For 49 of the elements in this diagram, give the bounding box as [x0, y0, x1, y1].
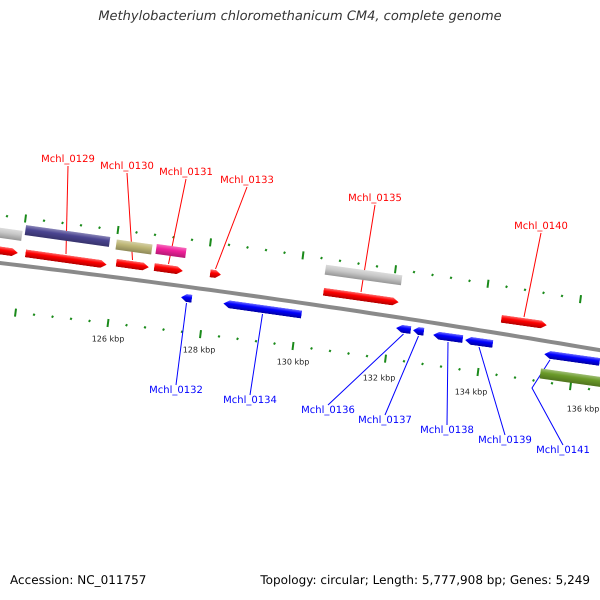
gene-feature — [154, 263, 184, 275]
leader-line — [328, 334, 404, 406]
feature-bar — [155, 244, 187, 258]
gene-label: Mchl_0140 — [514, 221, 568, 233]
leader-line — [384, 336, 419, 416]
title: Methylobacterium chloromethanicum CM4, complete genome — [97, 9, 503, 24]
gene-label: Mchl_0133 — [220, 175, 274, 187]
gene-label: Mchl_0137 — [358, 415, 412, 427]
scale-label: 130 kbp — [276, 358, 310, 366]
gene-feature — [464, 336, 494, 348]
gene-label: Mchl_0134 — [223, 395, 277, 407]
feature-bar — [115, 240, 153, 254]
footer-text: Topology: circular; Length: 5,777,908 bp; Genes: 5,249 — [260, 573, 590, 587]
gene-feature — [432, 330, 464, 344]
leader-line — [126, 172, 133, 260]
gene-label: Mchl_0129 — [41, 154, 95, 166]
leader-line — [446, 342, 448, 426]
leader-line — [250, 314, 263, 396]
gene-feature — [116, 258, 150, 272]
gene-feature — [180, 293, 192, 303]
scale-label: 128 kbp — [182, 346, 216, 354]
feature-bar — [540, 368, 600, 388]
gene-label: Mchl_0141 — [536, 445, 590, 457]
gene-feature — [396, 324, 412, 334]
leader-line — [531, 359, 564, 446]
gene-feature — [544, 350, 600, 366]
leader-line — [215, 186, 248, 270]
scale-label: 126 kbp — [92, 334, 124, 344]
leader-line — [478, 346, 506, 436]
gene-label: Mchl_0136 — [301, 405, 355, 417]
gene-label: Mchl_0131 — [159, 167, 213, 179]
scale-label: 132 kbp — [362, 374, 396, 382]
leader-line — [524, 232, 542, 318]
scale-label: 136 kbp — [566, 404, 600, 414]
gene-feature — [500, 314, 548, 330]
gene-feature — [210, 269, 222, 279]
gene-label: Mchl_0138 — [420, 425, 474, 437]
footer-text: Accession: NC_011757 — [10, 573, 146, 587]
gene-label: Mchl_0130 — [100, 161, 154, 173]
gene-label: Mchl_0132 — [149, 385, 203, 397]
feature-bar — [0, 227, 23, 241]
gene-label: Mchl_0139 — [478, 435, 532, 447]
leader-line — [66, 166, 68, 254]
gene-label: Mchl_0135 — [348, 193, 402, 205]
leader-line — [360, 204, 376, 292]
scale-label: 134 kbp — [454, 388, 488, 396]
leader-line — [168, 178, 186, 264]
leader-line — [176, 302, 187, 386]
gene-feature — [412, 326, 424, 336]
